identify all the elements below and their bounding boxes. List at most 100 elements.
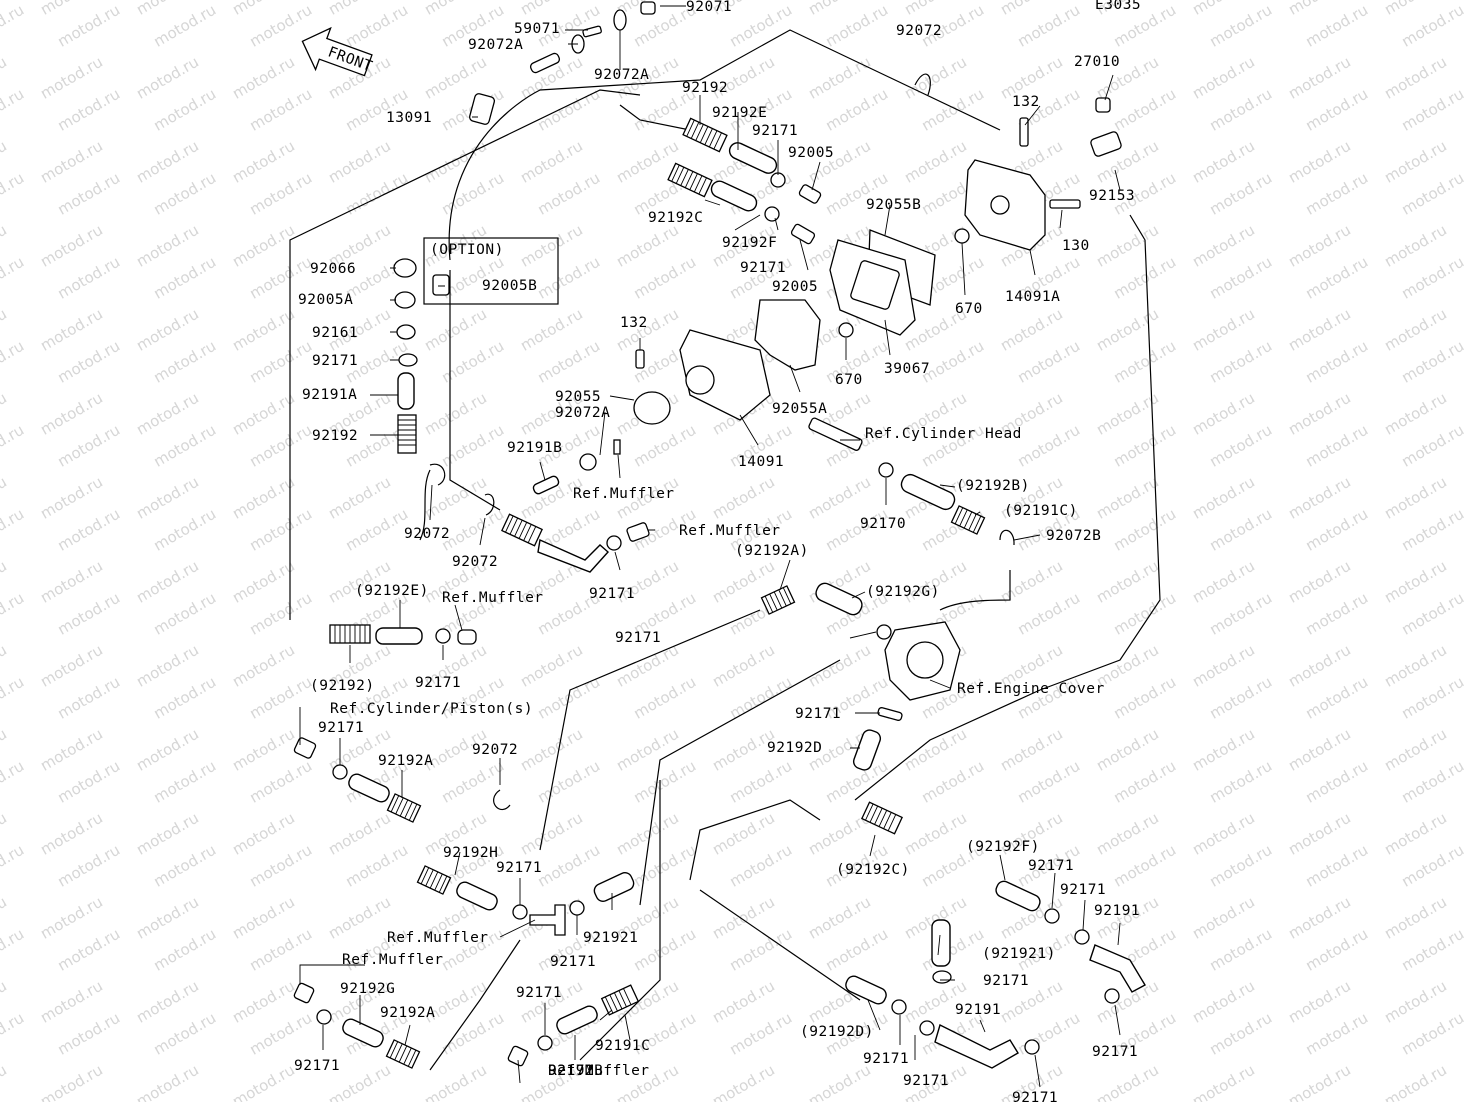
clip-92072A-top: [613, 9, 627, 31]
watermark-text: motod.ru: [247, 169, 316, 219]
watermark-text: motod.ru: [1303, 1009, 1372, 1059]
part-label: 670: [955, 301, 983, 317]
watermark-text: motod.ru: [1399, 1, 1468, 51]
watermark-text: motod.ru: [1399, 841, 1468, 891]
spring-hose-92192C-lower: [861, 801, 903, 835]
part-labels: 590719207192072A92072A920722701013091921…: [294, 0, 1140, 1102]
watermark-text: motod.ru: [151, 757, 220, 807]
watermark-text: motod.ru: [1207, 925, 1276, 975]
part-label: 92055B: [866, 197, 921, 213]
watermark-text: motod.ru: [631, 253, 700, 303]
oring-670-b: [838, 322, 854, 338]
watermark-text: motod.ru: [631, 925, 700, 975]
watermark-text: motod.ru: [247, 589, 316, 639]
fitting-92005-b: [790, 223, 816, 245]
watermark-text: motod.ru: [823, 925, 892, 975]
watermark-text: motod.ru: [439, 337, 508, 387]
clamp-92171-d: [606, 535, 622, 551]
leader-lines: [299, 5, 1121, 1088]
part-label: 92005: [772, 279, 818, 295]
watermark-text: motod.ru: [1207, 757, 1276, 807]
spring-hose-92192A-lower: [385, 1039, 421, 1069]
part-label: 14091A: [1005, 289, 1060, 305]
clip-92072-lower: [493, 789, 511, 811]
watermark-text: motod.ru: [1207, 169, 1276, 219]
watermark-text: motod.ru: [1381, 1061, 1450, 1102]
watermark-text: motod.ru: [0, 757, 27, 807]
part-label: 92072: [452, 554, 498, 570]
watermark-text: motod.ru: [1303, 589, 1372, 639]
watermark-text: motod.ru: [1303, 421, 1372, 471]
watermark-text: motod.ru: [1303, 169, 1372, 219]
watermark-text: motod.ru: [1303, 1, 1372, 51]
part-label: 670: [835, 372, 863, 388]
pin-59071: [582, 25, 602, 38]
watermark-text: motod.ru: [1399, 673, 1468, 723]
watermark-text: motod.ru: [151, 337, 220, 387]
watermark-text: motod.ru: [151, 505, 220, 555]
tee-muffler: [529, 904, 566, 936]
part-label: 92191: [1094, 903, 1140, 919]
watermark-text: motod.ru: [151, 925, 220, 975]
clip-92072-a: [429, 463, 446, 486]
watermark-text: motod.ru: [1111, 841, 1180, 891]
hose-92192A-left: [348, 773, 390, 803]
part-label: 92192G: [340, 981, 395, 997]
watermark-text: motod.ru: [535, 757, 604, 807]
part-label: 92171: [589, 586, 635, 602]
bolt-130: [1049, 199, 1081, 209]
fitting-92005-a: [798, 184, 822, 204]
part-label: 92191B: [507, 440, 562, 456]
watermark-text: motod.ru: [151, 253, 220, 303]
part-label: (92191C): [1004, 503, 1078, 519]
part-label: 92066: [310, 261, 356, 277]
part-label: 92171: [795, 706, 841, 722]
hose-92192D-lower: [845, 975, 887, 1005]
part-label: 92171: [740, 260, 786, 276]
hose-92192E: [728, 142, 778, 174]
part-label: 92171: [516, 985, 562, 1001]
part-label: 92071: [686, 0, 732, 15]
hose-92192B: [900, 473, 956, 511]
watermark-text: motod.ru: [1207, 421, 1276, 471]
watermark-text: motod.ru: [1303, 673, 1372, 723]
plug-27010: [1095, 97, 1111, 113]
gasket-92055A: [754, 299, 821, 371]
clamp-92171-k: [932, 970, 952, 984]
watermark-text: motod.ru: [151, 85, 220, 135]
part-label: 39067: [884, 361, 930, 377]
watermark-text: motod.ru: [1399, 757, 1468, 807]
watermark-text: motod.ru: [55, 1, 124, 51]
watermark-text: motod.ru: [1207, 253, 1276, 303]
clip-92072A-mid: [579, 453, 597, 471]
watermark-text: motod.ru: [709, 1061, 778, 1102]
part-label: 92171: [752, 123, 798, 139]
watermark-text: motod.ru: [1015, 589, 1084, 639]
part-label: (92192B): [956, 478, 1030, 494]
watermark-text: motod.ru: [0, 253, 27, 303]
cover-detail: [850, 260, 900, 310]
watermark-text: motod.ru: [55, 169, 124, 219]
clamp-92171-a: [770, 172, 786, 188]
part-label: 92191A: [302, 387, 357, 403]
part-label: (92192D): [800, 1024, 874, 1040]
clamp-92171-f: [435, 628, 451, 644]
part-label: 92072A: [555, 405, 610, 421]
part-label: 92170: [860, 516, 906, 532]
watermark-text: motod.ru: [55, 925, 124, 975]
watermark-text: motod.ru: [1399, 169, 1468, 219]
hose-92192G: [815, 582, 863, 616]
watermark-text: motod.ru: [55, 337, 124, 387]
part-label: 92161: [312, 325, 358, 341]
watermark-text: motod.ru: [439, 757, 508, 807]
watermark-text: motod.ru: [1285, 1061, 1354, 1102]
cap-13091: [468, 93, 496, 125]
hose-routing: [289, 29, 1161, 1071]
watermark-text: motod.ru: [0, 589, 27, 639]
part-label: 92171: [863, 1051, 909, 1067]
spring-hose-92192A-mid: [760, 585, 796, 615]
part-label: 92072: [404, 526, 450, 542]
spring-hose-92192: [682, 117, 728, 153]
watermark-text: motod.ru: [1207, 841, 1276, 891]
pin-muffler: [613, 439, 621, 455]
